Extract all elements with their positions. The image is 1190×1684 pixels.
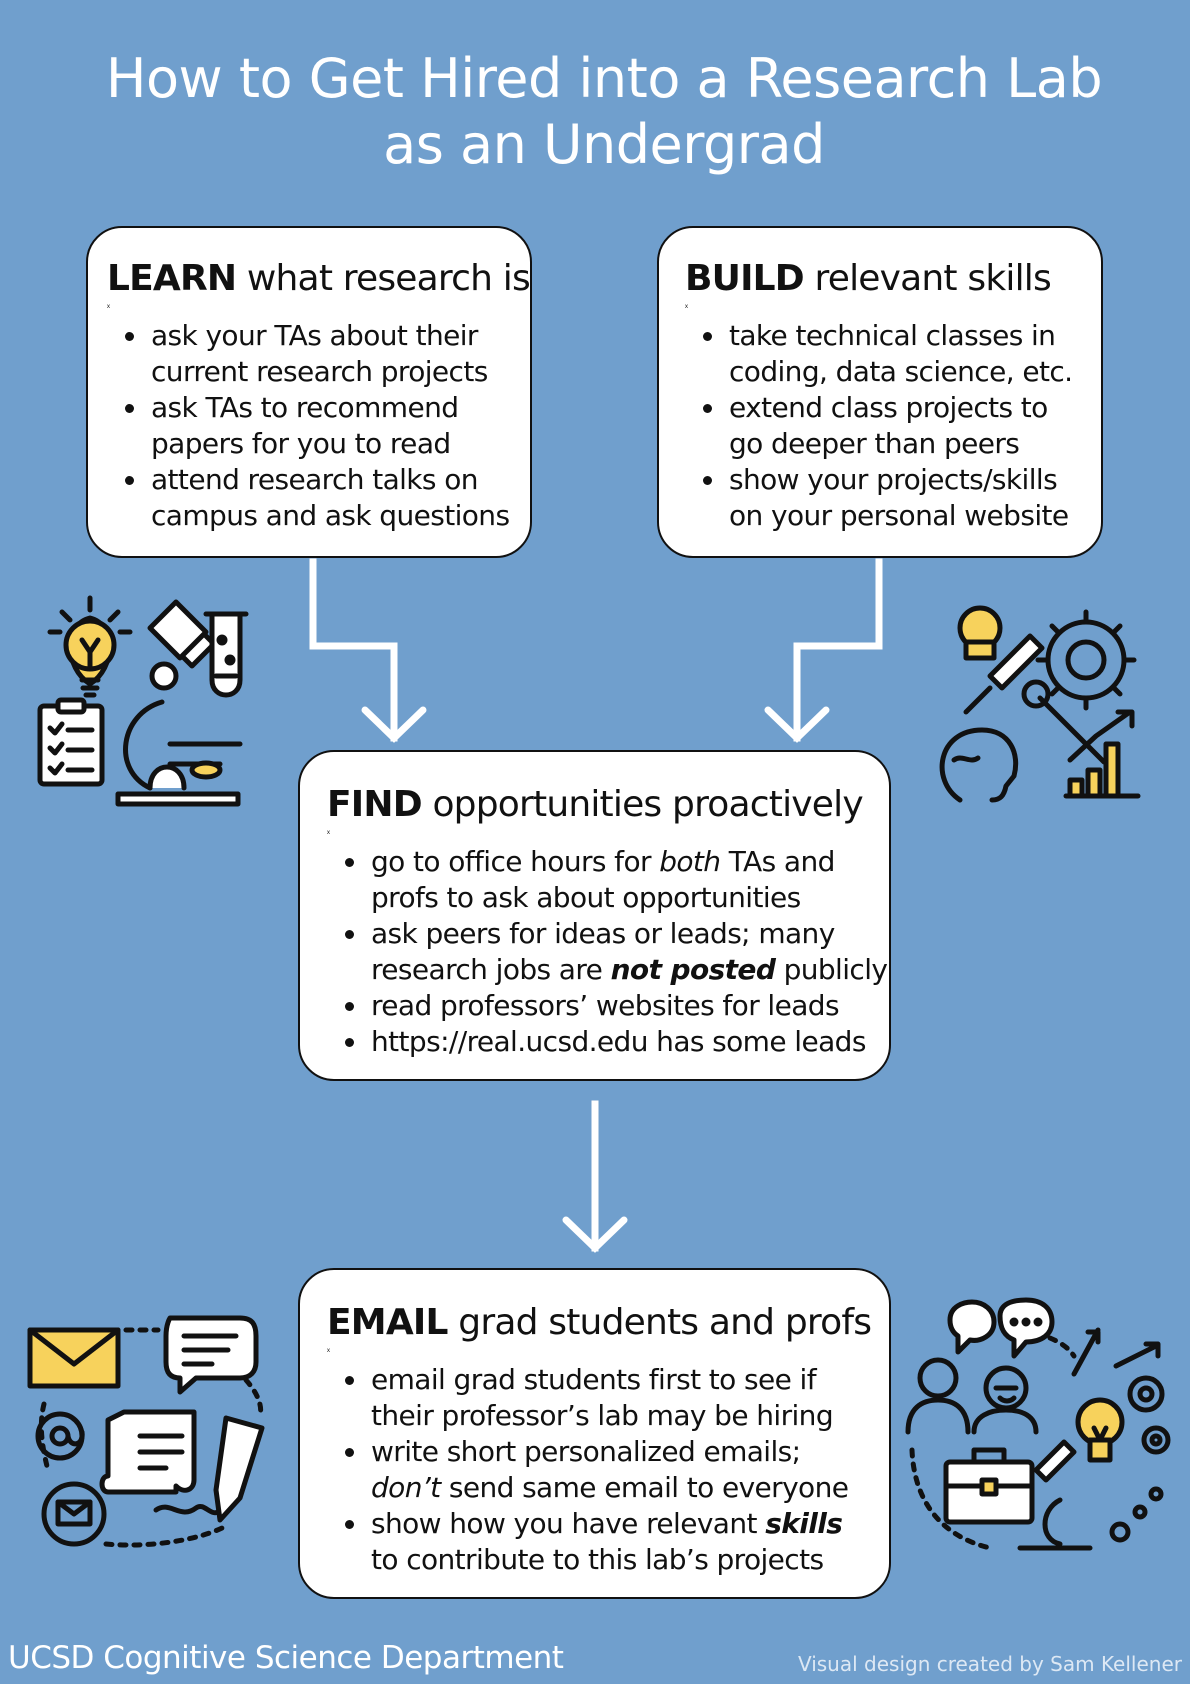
gear-icon [1127, 1375, 1171, 1455]
skills-illustration [939, 605, 1141, 803]
mark: ˣ [685, 302, 688, 312]
arrowhead-learn [361, 706, 427, 743]
head-profile-icon [939, 727, 1019, 803]
mark: ˣ [107, 302, 110, 312]
build-heading: BUILD relevant skills [685, 258, 1052, 299]
build-card: BUILD relevant skills ˣ take technical c… [657, 226, 1103, 558]
lightbulb-icon [1075, 1397, 1125, 1463]
list-item: write short personalized emails;don’t se… [345, 1434, 889, 1506]
envelope-icon [27, 1327, 121, 1389]
page-title: How to Get Hired into a Research Lab as … [0, 46, 1190, 178]
bar-chart-icon [1063, 709, 1141, 799]
find-heading: FIND opportunities proactively [327, 784, 864, 825]
pen-icon [153, 1415, 265, 1523]
lightbulb-icon [957, 605, 1003, 661]
title-line-1: How to Get Hired into a Research Lab [105, 47, 1103, 110]
speech-bubble-icon [947, 1297, 1055, 1359]
designer-credit: Visual design created by Sam Kellener [797, 1652, 1182, 1676]
people-icon [905, 1357, 1039, 1435]
lightbulb-icon [47, 595, 133, 698]
list-item: read professors’ websites for leads [345, 988, 889, 1024]
email-illustration [27, 1315, 265, 1548]
envelope-icon [41, 1481, 107, 1547]
gear-icon [1035, 609, 1137, 711]
microscope-icon [115, 599, 243, 807]
arrowhead-find [562, 1216, 628, 1253]
at-sign-icon [35, 1411, 85, 1461]
microscope-icon [1017, 1439, 1093, 1551]
department-footer: UCSD Cognitive Science Department [8, 1640, 564, 1676]
document-icon [99, 1409, 197, 1495]
learn-card: LEARN what research is ˣ ask your TAs ab… [86, 226, 532, 558]
speech-bubble-icon [163, 1315, 259, 1395]
learn-heading: LEARN what research is [107, 258, 531, 299]
email-heading: EMAIL grad students and profs [327, 1302, 872, 1343]
connector-arrows [309, 558, 883, 1253]
collaboration-illustration [905, 1297, 1171, 1551]
test-tube-icon [203, 611, 249, 698]
arrow-learn-to-find [309, 558, 398, 742]
arrowhead-build [764, 706, 830, 743]
microscope-icon [963, 633, 1045, 715]
clipboard-icon [37, 697, 105, 787]
briefcase-icon [943, 1447, 1035, 1525]
mark: ˣ [327, 1346, 330, 1356]
research-illustration [37, 595, 249, 807]
title-line-2: as an Undergrad [383, 113, 825, 176]
find-card: FIND opportunities proactively ˣ go to o… [298, 750, 891, 1081]
list-item: https://real.ucsd.edu has some leads [345, 1024, 889, 1060]
wrench-icon [1021, 679, 1107, 765]
arrow-build-to-find [793, 558, 883, 742]
mark: ˣ [327, 828, 330, 838]
email-card: EMAIL grad students and profs ˣ email gr… [298, 1268, 891, 1599]
